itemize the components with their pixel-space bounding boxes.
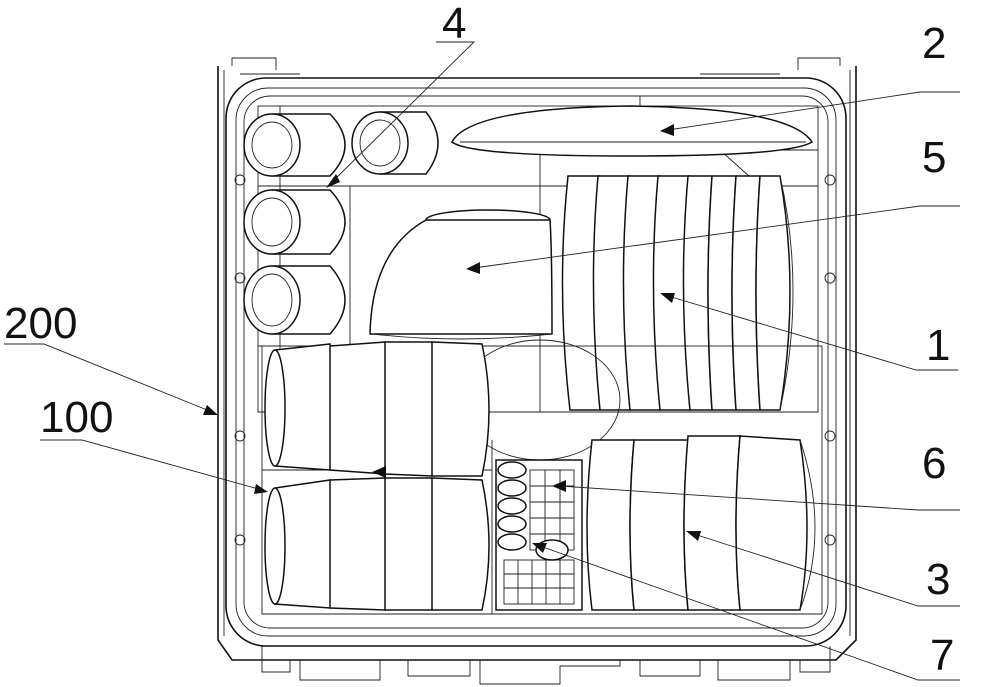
lower-plates (587, 436, 815, 610)
large-bowl (370, 210, 552, 339)
label-200: 200 (4, 299, 77, 348)
label-4: 4 (442, 0, 466, 48)
plates-group (562, 176, 793, 410)
cutlery-basket (496, 460, 582, 610)
label-7: 7 (930, 631, 954, 680)
label-1: 1 (926, 321, 950, 370)
bowls-upper-row (265, 342, 489, 476)
label-100: 100 (40, 393, 113, 442)
label-5: 5 (922, 133, 946, 182)
label-6: 6 (922, 439, 946, 488)
label-3: 3 (926, 555, 950, 604)
label-2: 2 (922, 19, 946, 68)
serving-dish (452, 106, 812, 156)
bowls-lower-row (265, 478, 489, 610)
